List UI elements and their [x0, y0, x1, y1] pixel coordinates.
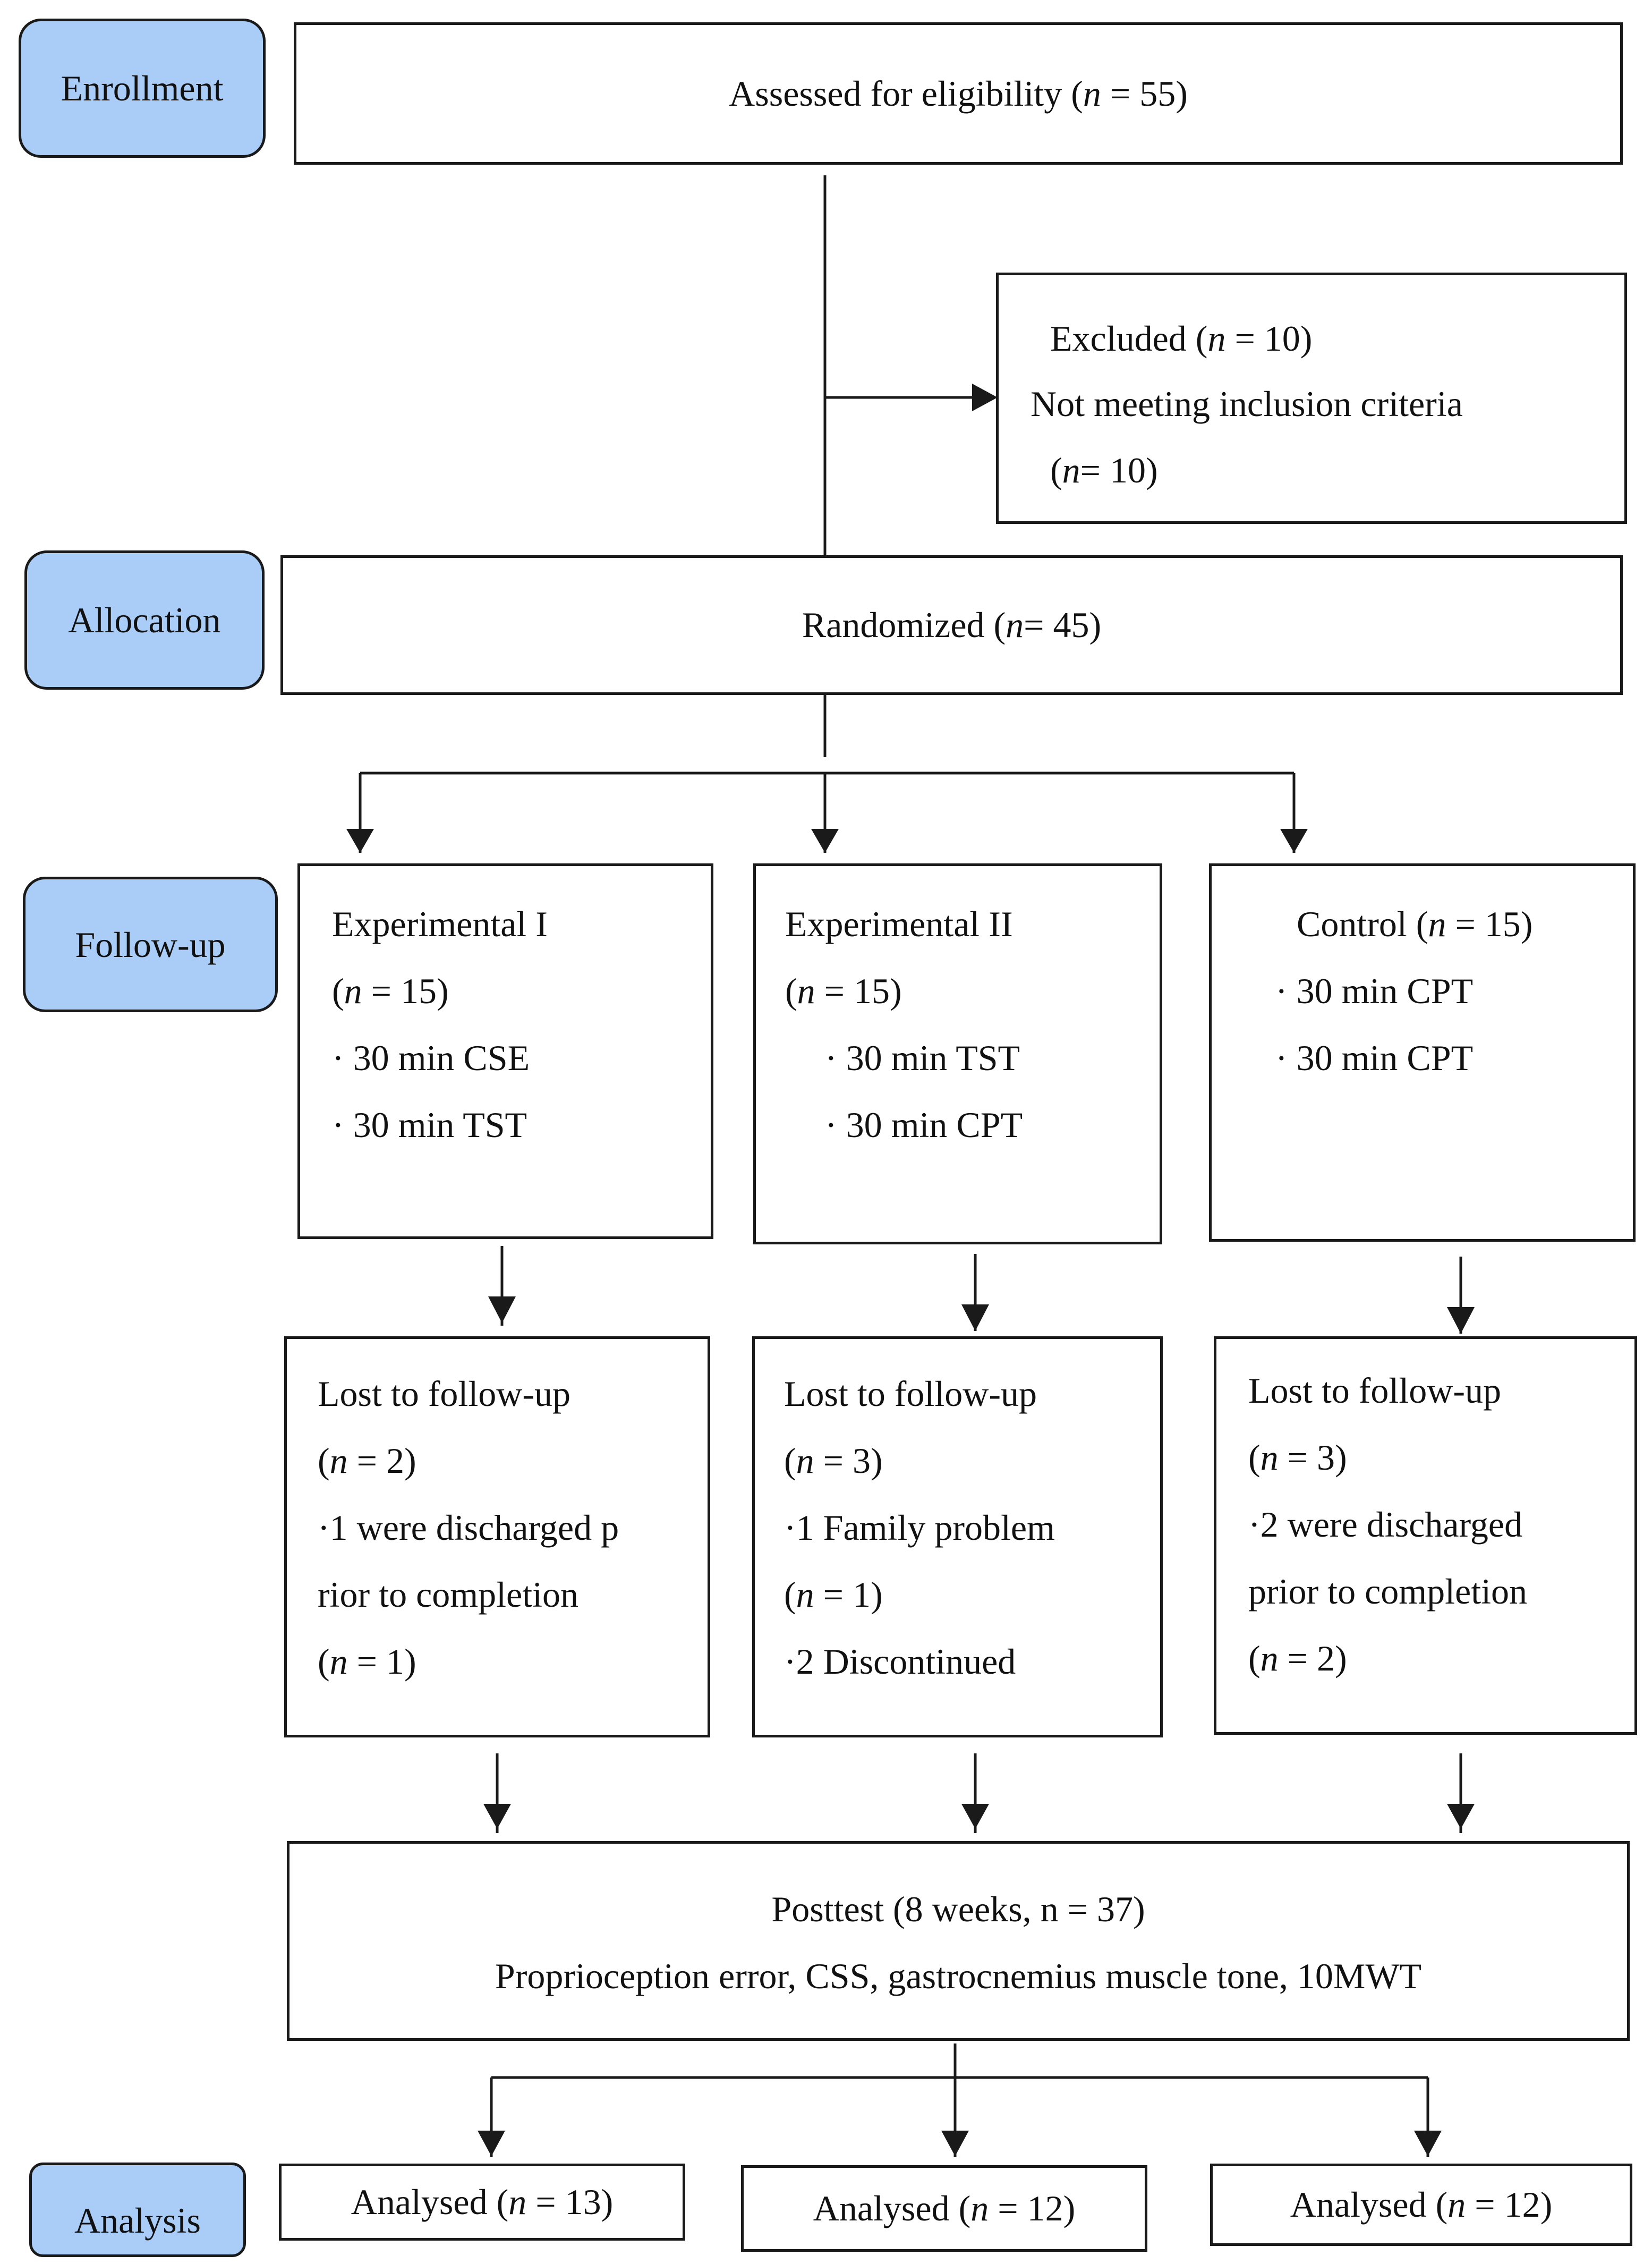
- stage-analysis: Analysis: [29, 2163, 246, 2257]
- arrowhead: [1447, 1804, 1475, 1829]
- assessed-text: Assessed for eligibility (n = 55): [729, 73, 1188, 114]
- stage-allocation-label: Allocation: [68, 600, 221, 640]
- posttest-measures: Proprioception error, CSS, gastrocnemius…: [495, 1956, 1422, 1996]
- group-title: Control (n = 15): [1297, 904, 1533, 944]
- lost-reason: ·2 were discharged: [1248, 1504, 1523, 1545]
- stage-enrollment: Enrollment: [19, 19, 266, 158]
- lost-reason: prior to completion: [1248, 1571, 1528, 1612]
- excluded-box: Excluded (n = 10) Not meeting inclusion …: [996, 273, 1627, 524]
- arrowhead: [346, 829, 374, 853]
- stage-followup: Follow-up: [23, 877, 278, 1012]
- lost-heading: Lost to follow-up: [318, 1373, 570, 1414]
- group-title: Experimental II: [785, 904, 1013, 944]
- lost-reason: ·1 were discharged p: [318, 1507, 619, 1548]
- arrowhead: [961, 1304, 989, 1331]
- exclusion-reason: Not meeting inclusion criteria: [1031, 384, 1463, 424]
- analysed-box-experimental-1: Analysed (n = 13): [279, 2164, 685, 2241]
- group-box-control: Control (n = 15) · 30 min CPT · 30 min C…: [1209, 863, 1636, 1242]
- lost-box-control: Lost to follow-up (n = 3) ·2 were discha…: [1214, 1336, 1637, 1735]
- intervention-item: · 30 min CSE: [332, 1038, 530, 1078]
- lost-reason: ·2 Discontinued: [784, 1641, 1016, 1682]
- group-size: (n = 15): [785, 971, 902, 1011]
- stage-analysis-label: Analysis: [74, 2200, 201, 2241]
- stage-followup-label: Follow-up: [75, 924, 226, 965]
- lost-count: (n = 3): [784, 1440, 883, 1481]
- lost-reason-count: (n = 1): [784, 1574, 883, 1615]
- stage-enrollment-label: Enrollment: [61, 68, 224, 108]
- lost-box-experimental-2: Lost to follow-up (n = 3) ·1 Family prob…: [752, 1336, 1163, 1737]
- lost-reason-count: (n = 2): [1248, 1638, 1347, 1678]
- arrowhead: [483, 1804, 511, 1829]
- lost-box-experimental-1: Lost to follow-up (n = 2) ·1 were discha…: [284, 1336, 710, 1737]
- randomized-text: Randomized (n= 45): [802, 605, 1102, 645]
- intervention-item: · 30 min TST: [332, 1105, 527, 1145]
- group-size: (n = 15): [332, 971, 449, 1011]
- analysed-box-experimental-2: Analysed (n = 12): [741, 2165, 1147, 2252]
- arrowhead: [488, 1296, 516, 1323]
- intervention-item: · 30 min CPT: [1275, 971, 1474, 1011]
- exclusion-reason-count: (n= 10): [1050, 450, 1158, 490]
- analysed-text: Analysed (n = 12): [1290, 2184, 1553, 2225]
- arrowhead: [961, 1804, 989, 1829]
- arrowhead: [811, 829, 839, 853]
- arrowhead: [1447, 1307, 1475, 1334]
- intervention-item: · 30 min CPT: [1275, 1038, 1474, 1078]
- randomized-box: Randomized (n= 45): [280, 555, 1623, 695]
- arrowhead: [941, 2131, 969, 2156]
- lost-count: (n = 2): [318, 1440, 416, 1481]
- arrowhead: [972, 384, 998, 411]
- analysed-text: Analysed (n = 13): [351, 2182, 614, 2222]
- lost-count: (n = 3): [1248, 1437, 1347, 1478]
- posttest-title: Posttest (8 weeks, n = 37): [771, 1889, 1145, 1929]
- intervention-item: · 30 min CPT: [825, 1105, 1023, 1145]
- assessed-box: Assessed for eligibility (n = 55): [294, 22, 1623, 165]
- arrowhead: [478, 2131, 505, 2156]
- lost-heading: Lost to follow-up: [1248, 1370, 1501, 1411]
- lost-reason-count: (n = 1): [318, 1641, 416, 1682]
- intervention-item: · 30 min TST: [825, 1038, 1020, 1078]
- excluded-count: Excluded (n = 10): [1050, 318, 1313, 359]
- analysed-box-control: Analysed (n = 12): [1210, 2164, 1632, 2246]
- analysed-text: Analysed (n = 12): [813, 2188, 1076, 2228]
- arrowhead: [1280, 829, 1308, 853]
- group-title: Experimental I: [332, 904, 548, 944]
- group-box-experimental-1: Experimental I (n = 15) · 30 min CSE · 3…: [297, 863, 713, 1239]
- lost-reason: ·1 Family problem: [784, 1507, 1055, 1548]
- group-box-experimental-2: Experimental II (n = 15) · 30 min TST · …: [753, 863, 1162, 1244]
- posttest-box: Posttest (8 weeks, n = 37) Proprioceptio…: [287, 1841, 1630, 2041]
- arrowhead: [1414, 2131, 1442, 2156]
- stage-allocation: Allocation: [24, 550, 265, 690]
- lost-heading: Lost to follow-up: [784, 1373, 1037, 1414]
- lost-reason: rior to completion: [318, 1574, 579, 1615]
